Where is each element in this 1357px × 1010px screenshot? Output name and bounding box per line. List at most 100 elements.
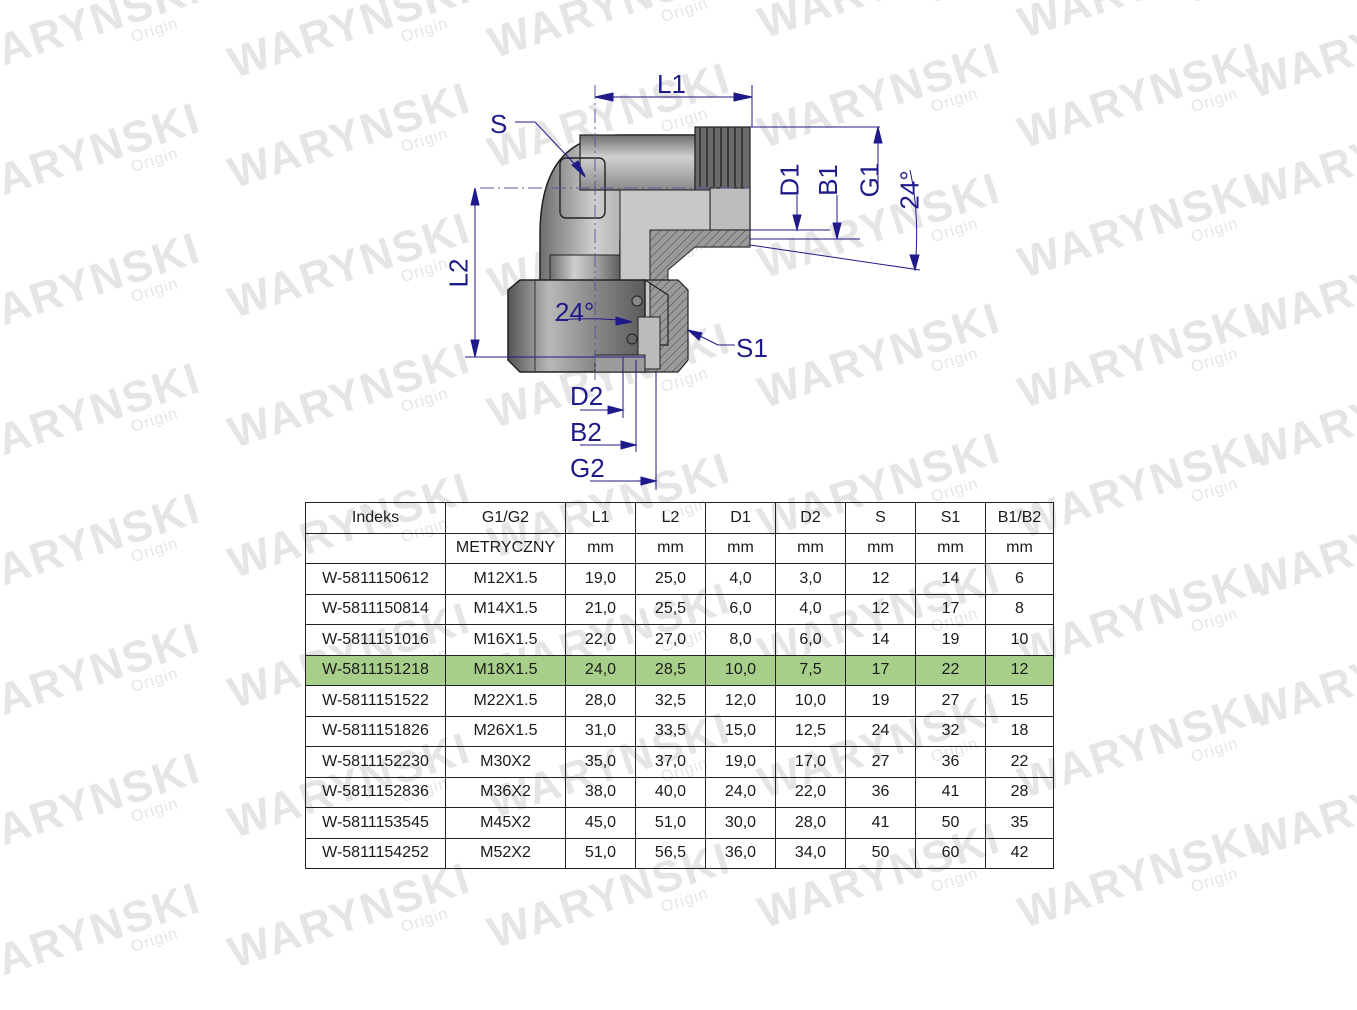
table-cell: 6,0 [705,593,776,625]
table-cell: 12 [985,654,1054,686]
watermark-sub: Origin [128,535,181,567]
table-cell: 10,0 [705,654,776,686]
table-cell: 17 [915,593,986,625]
table-cell: 32,5 [635,685,706,717]
table-cell: METRYCZNY [445,532,566,564]
watermark-brand: WARYNSKI [752,0,1006,48]
watermark-sub: Origin [929,0,981,7]
watermark-brand: WARYNSKI [0,0,207,88]
table-cell: 22,0 [565,624,636,656]
table-cell: 7,5 [775,654,846,686]
table-cell: 35 [985,807,1054,839]
table-cell: 27,0 [635,624,706,656]
watermark-brand: WARYNSKI [1012,33,1267,158]
table-cell: 17,0 [775,746,846,778]
watermark-sub: Origin [1189,0,1241,7]
watermark-brand: WARYNSKI [222,853,477,978]
table-cell: 17 [845,654,916,686]
table-cell: 12 [845,563,916,595]
watermark-text: WARYNSKIOrigin [222,74,476,199]
watermark-brand: WARYNSKI [0,743,207,868]
table-cell: 27 [915,685,986,717]
table-cell: M30X2 [445,746,566,778]
watermark-text: WARYNSKIOrigin [0,744,207,869]
watermark-sub: Origin [128,15,181,47]
watermark-brand: WARYNSKI [1242,0,1357,108]
watermark-text: WARYNSKIOrigin [1012,294,1266,419]
table-cell: 30,0 [705,807,776,839]
watermark-brand: WARYNSKI [0,353,207,478]
table-cell: 42 [985,837,1054,869]
table-cell: G1/G2 [445,502,566,534]
table-cell: 51,0 [635,807,706,839]
table-cell: M12X1.5 [445,563,566,595]
table-cell: 22 [985,746,1054,778]
table-cell: B1/B2 [985,502,1054,534]
table-cell: W-5811151522 [305,685,446,717]
watermark-sub: Origin [398,905,451,937]
watermark-brand: WARYNSKI [1242,353,1357,478]
watermark-sub: Origin [1188,475,1241,507]
table-cell: 41 [845,807,916,839]
table-cell: W-5811150814 [305,593,446,625]
watermark-text: WARYNSKIOrigin [0,0,207,89]
dim-label-angle-bottom: 24° [555,297,595,327]
table-cell: mm [635,532,706,564]
watermark-sub: Origin [128,405,181,437]
table-cell: 51,0 [565,837,636,869]
dim-label-l2: L2 [443,258,474,288]
table-cell: 28,0 [565,685,636,717]
table-cell: mm [565,532,636,564]
watermark-text: WARYNSKIOrigin [0,354,207,479]
watermark-text: WARYNSKIOrigin [1242,744,1357,869]
watermark-brand: WARYNSKI [1242,613,1357,738]
table-cell: W-5811151016 [305,624,446,656]
table-cell: mm [845,532,916,564]
dim-label-s: S [490,109,508,139]
watermark-text: WARYNSKIOrigin [222,334,476,459]
table-cell: W-5811150612 [305,563,446,595]
table-cell: D1 [705,502,776,534]
watermark-sub: Origin [658,885,711,917]
table-cell: M22X1.5 [445,685,566,717]
table-cell: L2 [635,502,706,534]
table-cell: 27 [845,746,916,778]
table-cell: 38,0 [565,776,636,808]
watermark-text: WARYNSKIOrigin [1242,614,1357,739]
table-cell: M36X2 [445,776,566,808]
table-cell: 45,0 [565,807,636,839]
watermark-sub: Origin [658,0,711,27]
watermark-sub: Origin [928,865,981,897]
dim-label-b2: B2 [570,417,602,447]
table-cell: W-5811151218 [305,654,446,686]
watermark-sub: Origin [128,665,181,697]
table-cell: 50 [845,837,916,869]
table-cell: mm [775,532,846,564]
watermark-brand: WARYNSKI [1012,0,1266,48]
table-cell: 33,5 [635,715,706,747]
table-cell: W-5811152836 [305,776,446,808]
table-cell: 14 [915,563,986,595]
watermark-text: WARYNSKIOrigin [1242,0,1357,109]
watermark-text: WARYNSKIOrigin [1012,164,1266,289]
table-cell: 56,5 [635,837,706,869]
table-cell: M18X1.5 [445,654,566,686]
elbow-fitting-drawing [465,85,921,490]
table-cell: D2 [775,502,846,534]
table-cell: 60 [915,837,986,869]
watermark-sub: Origin [128,795,181,827]
watermark-text: WARYNSKIOrigin [0,224,207,349]
table-cell: 24 [845,715,916,747]
watermark-sub: Origin [398,15,451,47]
watermark-text: WARYNSKIOrigin [1242,354,1357,479]
table-cell: Indeks [305,502,446,534]
table-cell: M16X1.5 [445,624,566,656]
table-cell: 22 [915,654,986,686]
table-cell: mm [705,532,776,564]
watermark-text: WARYNSKIOrigin [1012,34,1266,159]
watermark-text: WARYNSKIOrigin [1242,224,1357,349]
table-cell: 37,0 [635,746,706,778]
watermark-brand: WARYNSKI [1012,163,1267,288]
table-cell: 10 [985,624,1054,656]
